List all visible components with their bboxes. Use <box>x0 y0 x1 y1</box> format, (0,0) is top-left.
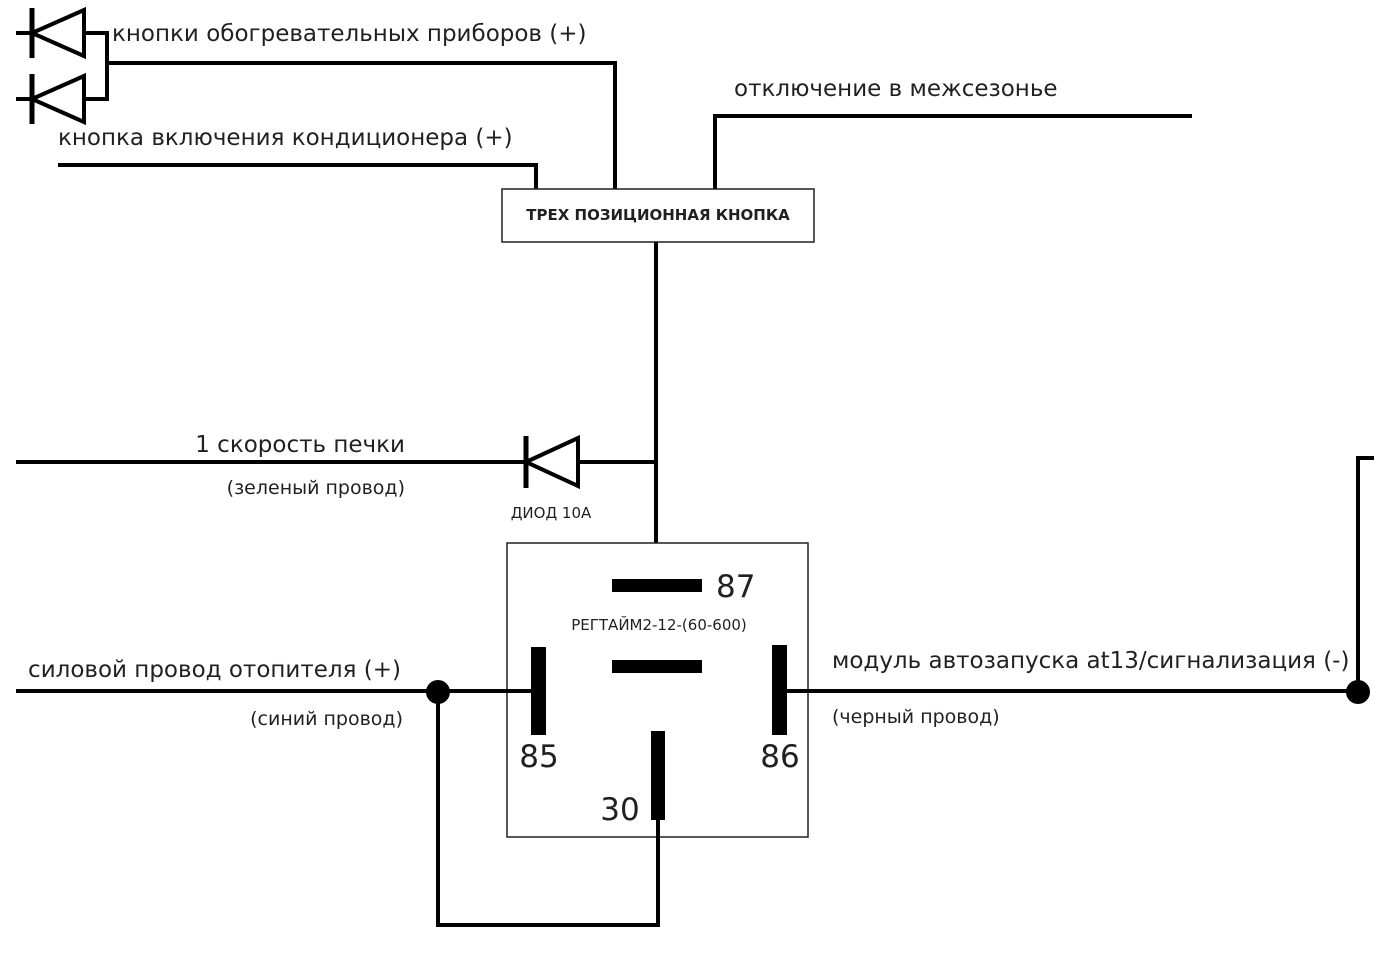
pin-30-label: 30 <box>600 792 639 828</box>
autostart-label: модуль автозапуска at13/сигнализация (-) <box>832 648 1349 674</box>
autostart-riser-wire <box>1356 456 1374 692</box>
heater-button-diode-top <box>16 6 107 60</box>
heater-button-diode-bottom <box>16 72 107 126</box>
ac-button-label: кнопка включения кондиционера (+) <box>58 125 513 151</box>
relay-pin-30 <box>651 731 665 820</box>
pin30-loop-wire <box>436 692 660 927</box>
green-wire-label: (зеленый провод) <box>227 477 405 499</box>
relay-model-label: РЕГТАЙМ2-12-(60-600) <box>571 615 747 634</box>
stove-speed-label: 1 скорость печки <box>195 432 405 458</box>
blue-wire-label: (синий провод) <box>250 708 403 730</box>
heater-buttons-wire <box>107 61 617 189</box>
offseason-label: отключение в межсезонье <box>734 76 1058 102</box>
diode-label: ДИОД 10А <box>511 504 592 522</box>
relay-pin-86 <box>772 645 787 735</box>
black-wire-label: (черный провод) <box>832 706 1000 728</box>
relay-middle-bar <box>612 660 702 673</box>
three-position-switch <box>501 188 815 243</box>
pin-86-label: 86 <box>760 739 799 775</box>
offseason-wire <box>713 114 1192 189</box>
heater-power-label: силовой провод отопителя (+) <box>28 657 401 683</box>
diode-10a <box>521 434 580 490</box>
ac-button-wire <box>58 163 538 189</box>
pin-85-label: 85 <box>519 739 558 775</box>
pin-87-label: 87 <box>716 569 755 605</box>
relay-pin-85 <box>531 647 546 735</box>
relay-pin-87 <box>612 579 702 592</box>
heater-buttons-label: кнопки обогревательных приборов (+) <box>112 21 587 47</box>
switch-label: ТРЕХ ПОЗИЦИОННАЯ КНОПКА <box>526 206 790 224</box>
